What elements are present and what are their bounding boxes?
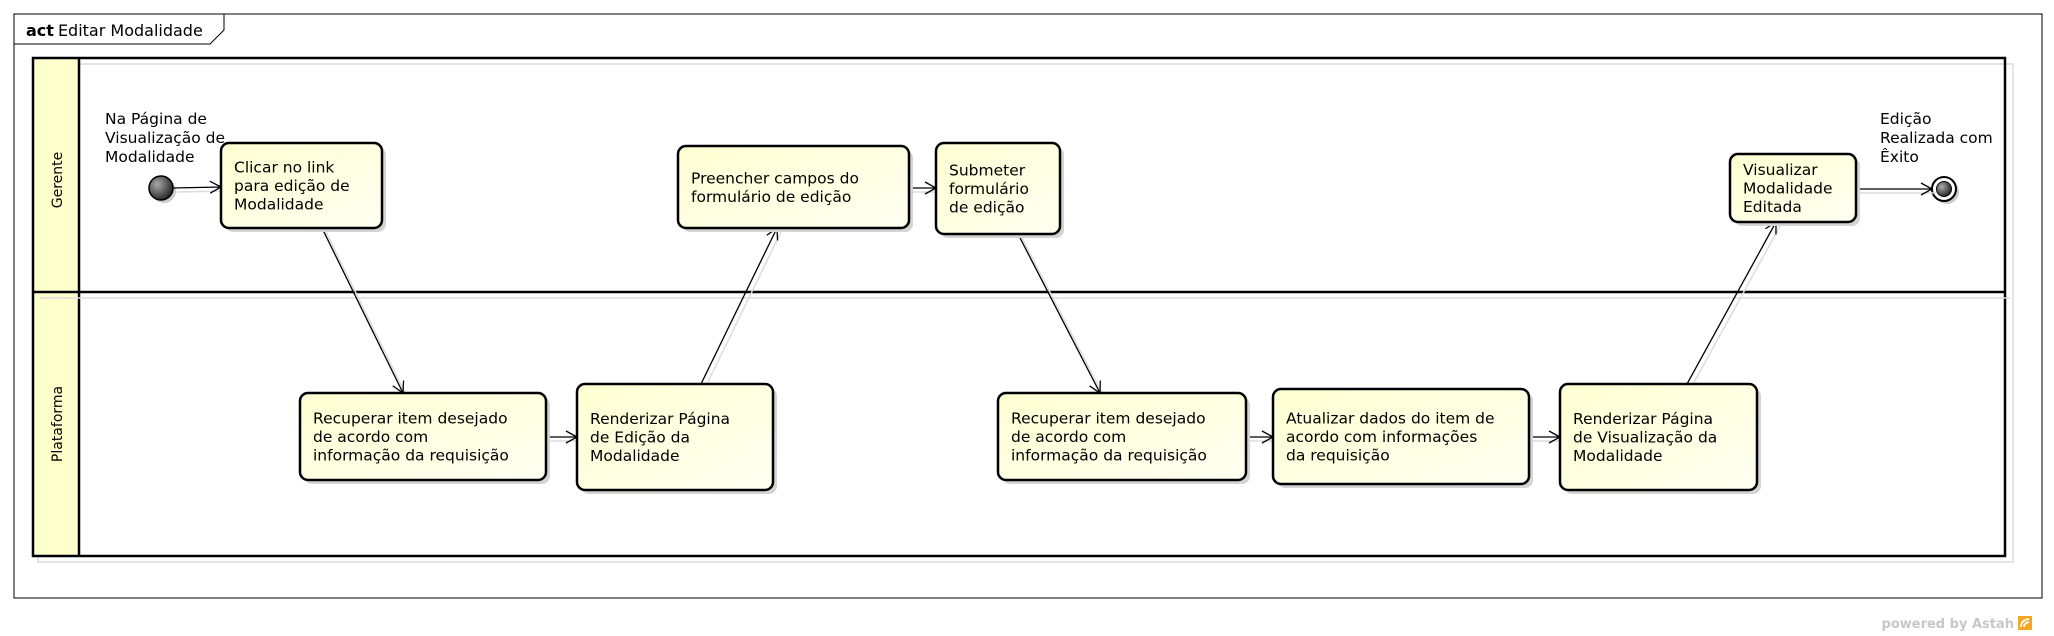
powered-by-text: powered by Astah: [1882, 617, 2014, 632]
astah-logo-icon: [2018, 616, 2032, 630]
lane-header-fill: [34, 59, 79, 555]
final-node: [1931, 176, 1959, 204]
lane-label-gerente: Gerente: [50, 152, 66, 209]
frame-keyword: act: [26, 21, 54, 40]
control-flows: [172, 180, 1936, 444]
frame-name: Editar Modalidade: [58, 21, 203, 40]
lane-label-plataforma: Plataforma: [50, 386, 66, 462]
swimlanes: Gerente Plataforma: [31, 56, 2014, 563]
flow-arrow: [700, 226, 779, 385]
flow-arrow: [1017, 233, 1101, 395]
flow-arrow: [1686, 220, 1777, 385]
initial-node: [148, 175, 176, 203]
flow-arrow: [172, 180, 223, 194]
flow-arrow: [321, 227, 405, 395]
